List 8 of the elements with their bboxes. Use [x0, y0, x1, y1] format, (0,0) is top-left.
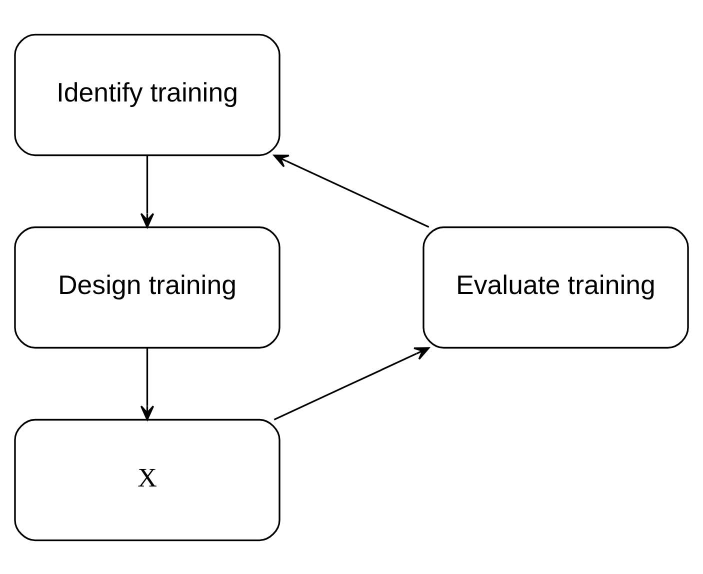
arrow: [140, 348, 154, 420]
node-box: Identify training: [14, 33, 280, 156]
arrow: [274, 346, 430, 420]
node-box: Design training: [14, 226, 280, 348]
node-box: Evaluate training: [422, 226, 689, 348]
arrow: [140, 154, 154, 228]
node-box: X: [14, 418, 280, 541]
arrow: [273, 154, 430, 228]
